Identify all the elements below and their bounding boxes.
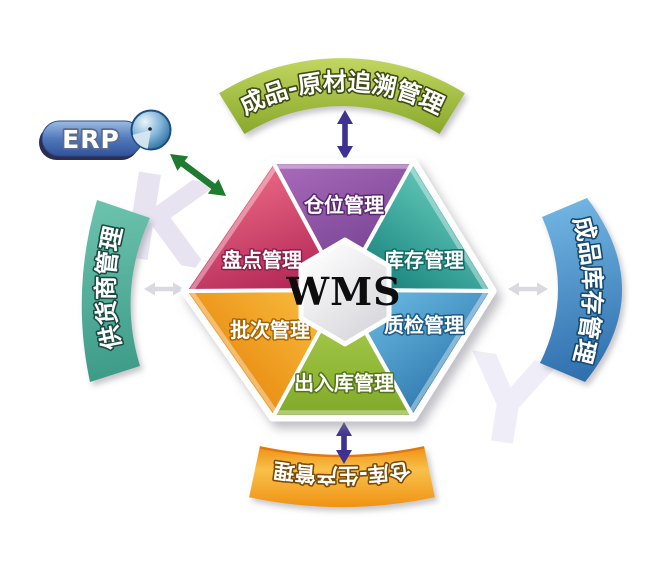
arrow-erp-double-icon xyxy=(170,154,226,196)
banner-right: 成品库存管理 xyxy=(540,198,623,382)
banner-bottom-label: 仓库-生产管理 xyxy=(271,456,415,489)
arrow-left-double-icon xyxy=(144,282,184,296)
segment-stocktaking xyxy=(183,160,344,293)
banner-left: 供货商管理 xyxy=(81,200,150,382)
pie-sphere-wedge xyxy=(132,130,151,149)
segment-label-inventory: 库存管理 xyxy=(384,248,464,272)
banner-bottom: 仓库-生产管理 xyxy=(249,446,435,507)
hexagon-bevel-highlight xyxy=(188,164,489,415)
pie-sphere-center-dot xyxy=(148,127,152,131)
arrow-right-double-icon xyxy=(508,282,548,296)
banner-top-shape xyxy=(219,58,465,135)
segment-label-quality-inspection: 质检管理 xyxy=(384,313,464,337)
banner-bottom-text: 仓库-生产管理 xyxy=(272,458,413,488)
arrow-top-double-icon xyxy=(337,110,353,160)
segment-label-storage-location: 仓位管理 xyxy=(303,193,384,217)
erp-label: ERP xyxy=(62,125,120,154)
erp-badge: ERP xyxy=(39,109,172,160)
banner-right-shape xyxy=(540,198,623,382)
banner-left-shape xyxy=(81,200,150,382)
wms-hexagon: 仓位管理 库存管理 质检管理 出入库管理 批次管理 盘点管理 WMS xyxy=(180,157,497,422)
segment-label-stocktaking: 盘点管理 xyxy=(222,248,302,272)
banner-bottom-shape xyxy=(249,447,435,507)
center-hexagon xyxy=(298,237,392,347)
arrow-bottom-double-icon xyxy=(336,422,352,464)
wms-label: WMS xyxy=(285,269,401,314)
segment-label-inbound-outbound: 出入库管理 xyxy=(294,371,394,395)
segment-label-batch: 批次管理 xyxy=(230,318,310,342)
